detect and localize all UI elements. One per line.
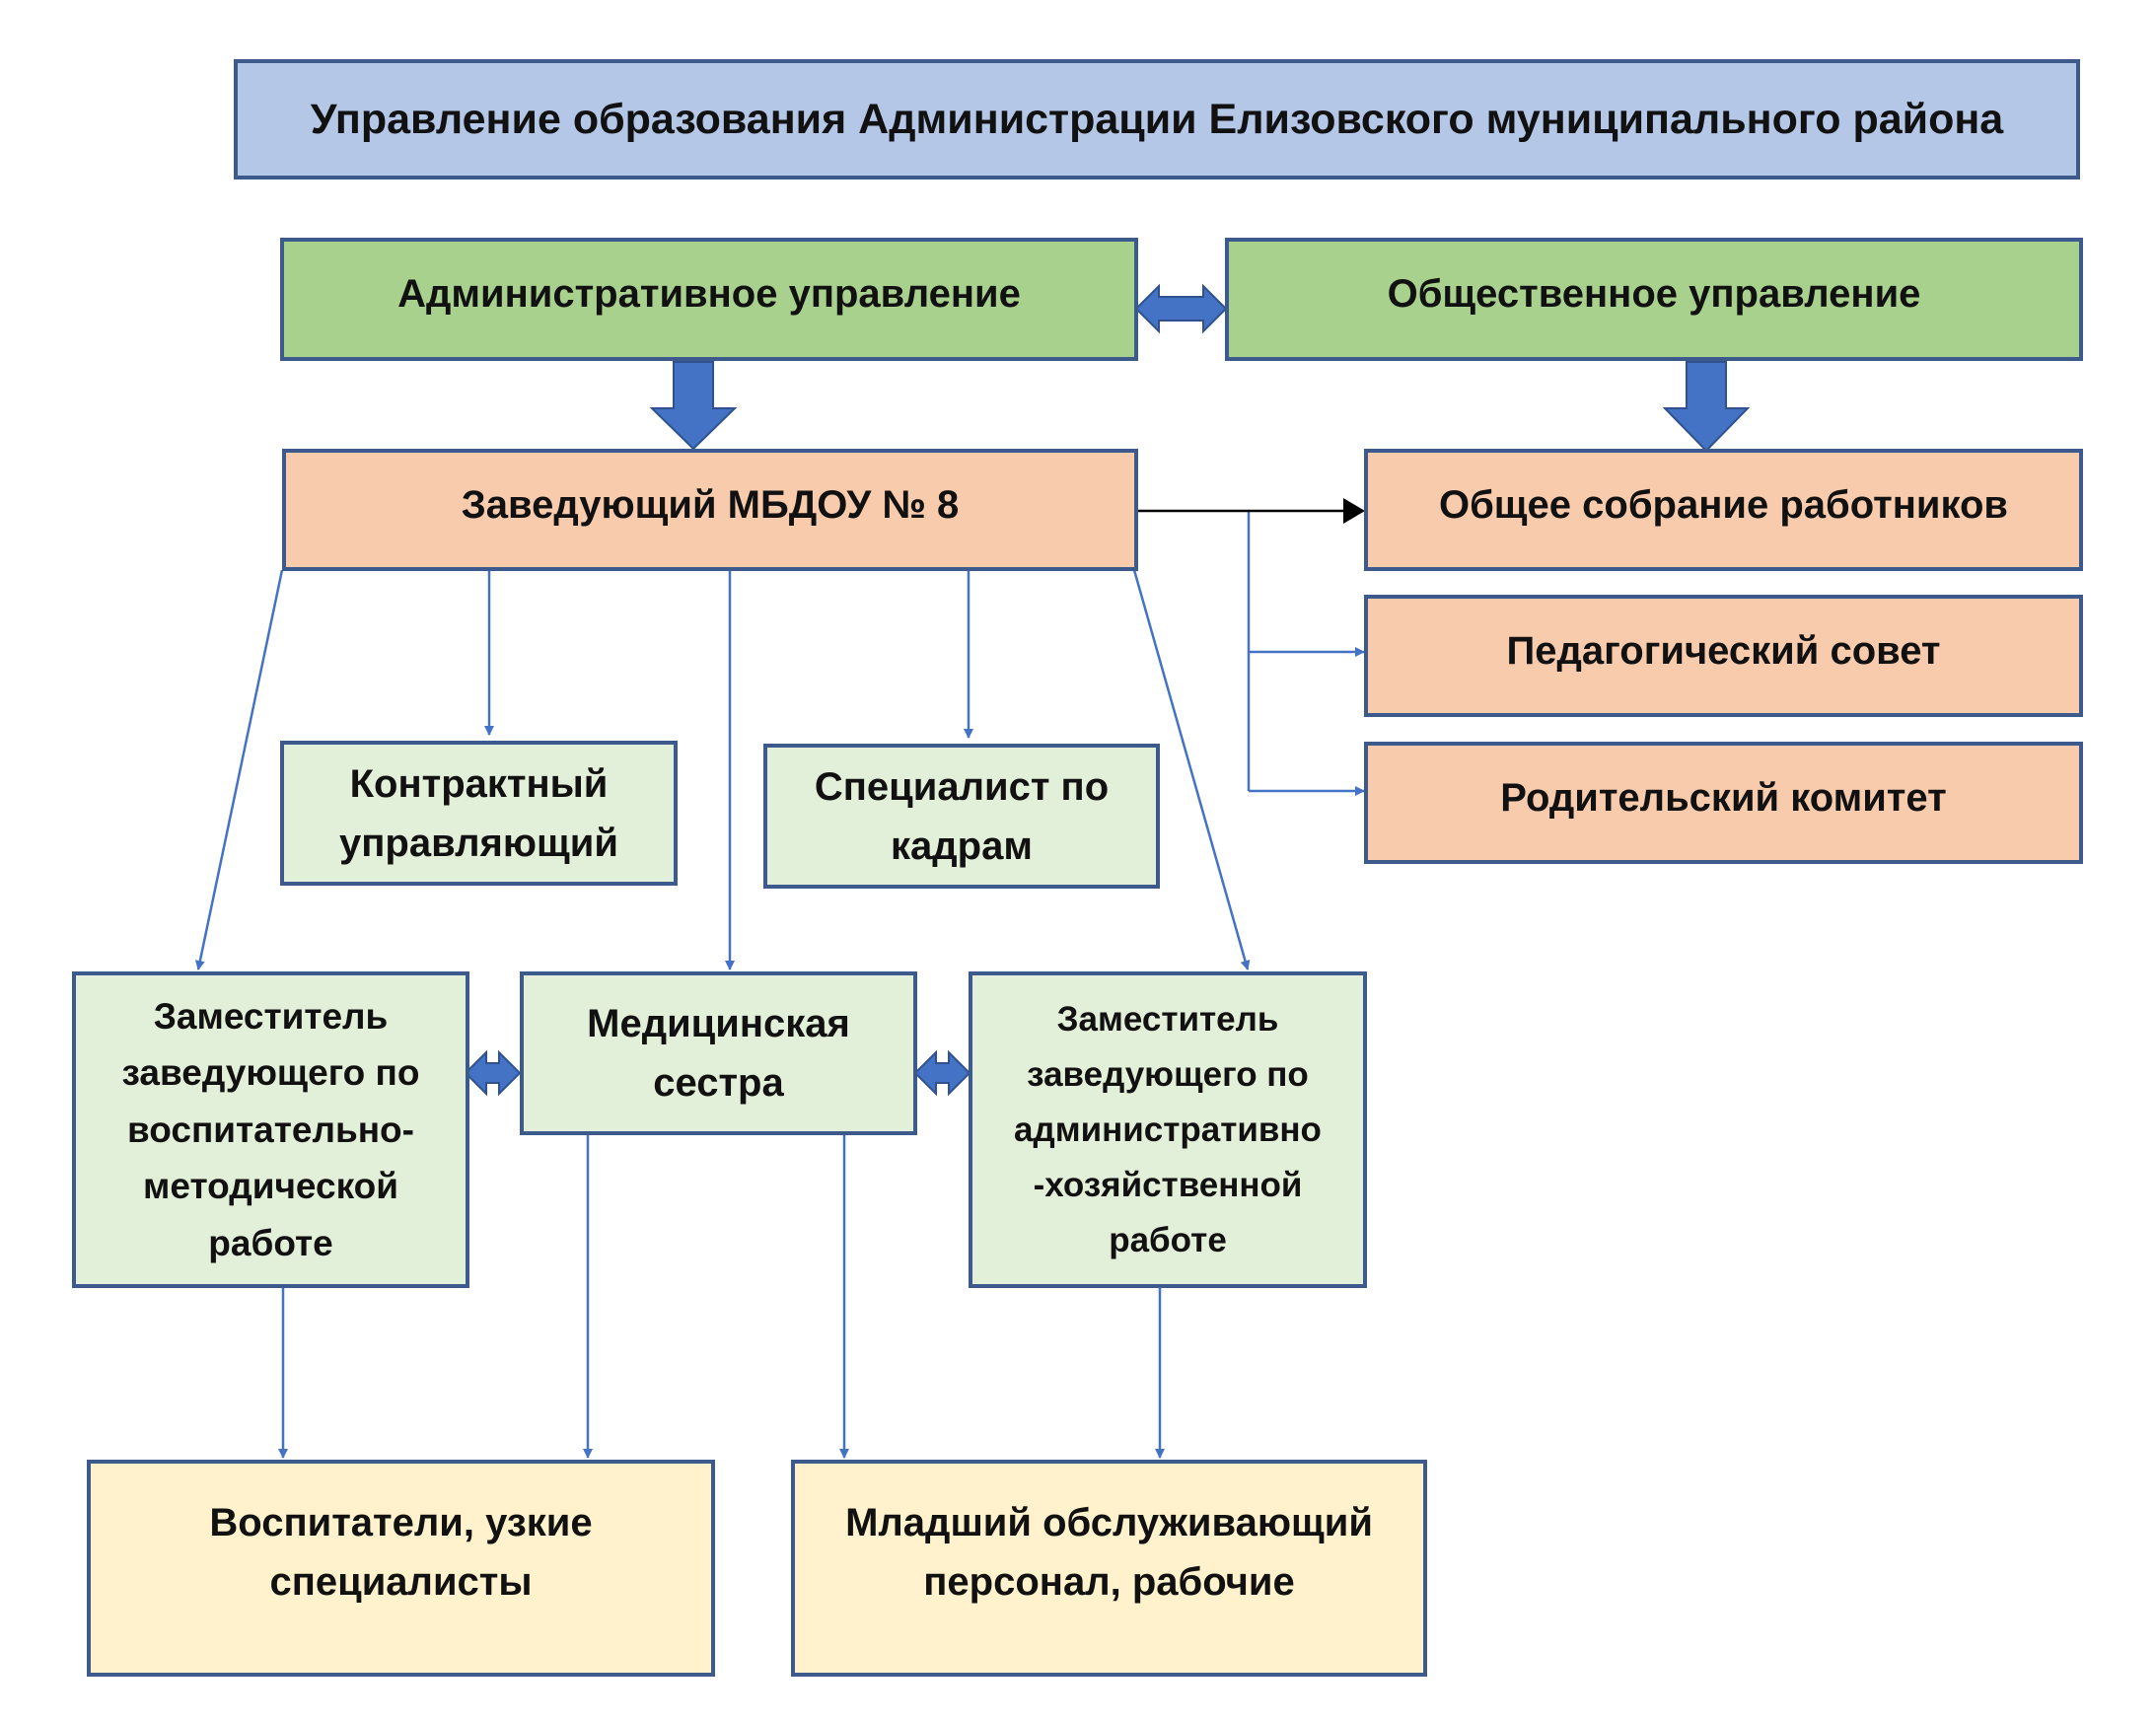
- parent-committee-text: Родительский комитет: [1500, 776, 1947, 820]
- hr-specialist-text: Специалист по кадрам: [814, 764, 1110, 868]
- pedagogical-council-box: Педагогический совет: [1364, 595, 2083, 717]
- general-meeting-arrowhead: [1343, 498, 1365, 524]
- general-meeting-text: Общее собрание работников: [1438, 483, 2009, 527]
- block-arrow-admin-head: [649, 361, 738, 451]
- deputy-admin-text: Заместитель заведующего по административ…: [1014, 999, 1322, 1259]
- deputy-methodical-text: Заместитель заведующего по воспитательно…: [121, 996, 420, 1263]
- public-management-text: Общественное управление: [1387, 272, 1921, 316]
- educators-text: Воспитатели, узкие специалисты: [209, 1501, 593, 1604]
- admin-management-box: Административное управление: [280, 238, 1138, 361]
- deputy-methodical-box: Заместитель заведующего по воспитательно…: [72, 971, 469, 1288]
- junior-staff-box: Младший обслуживающий персонал, рабочие: [791, 1460, 1427, 1677]
- contract-manager-text: Контрактный управляющий: [339, 761, 618, 865]
- deputy-admin-box: Заместитель заведующего по административ…: [969, 971, 1367, 1288]
- head-box: Заведующий МБДОУ № 8: [282, 449, 1138, 571]
- double-arrow-nurse-deputy: [913, 1049, 971, 1097]
- connector-head-deputy-admin: [1132, 569, 1251, 970]
- pedagogical-council-text: Педагогический совет: [1506, 629, 1941, 673]
- block-arrow-public-meeting: [1662, 361, 1751, 453]
- admin-management-text: Административное управление: [397, 272, 1021, 316]
- title-box: Управление образования Администрации Ели…: [234, 59, 2080, 179]
- parent-committee-box: Родительский комитет: [1364, 742, 2083, 864]
- head-text: Заведующий МБДОУ № 8: [461, 483, 960, 527]
- nurse-box: Медицинская сестра: [520, 971, 917, 1135]
- contract-manager-box: Контрактный управляющий: [280, 741, 678, 886]
- double-arrow-deputy-nurse: [464, 1049, 522, 1097]
- general-meeting-box: Общее собрание работников: [1364, 449, 2083, 571]
- connector-head-deputy-methodical: [194, 569, 284, 970]
- nurse-text: Медицинская сестра: [587, 1002, 850, 1105]
- educators-box: Воспитатели, узкие специалисты: [87, 1460, 715, 1677]
- junior-staff-text: Младший обслуживающий персонал, рабочие: [845, 1501, 1373, 1604]
- title-text: Управление образования Администрации Ели…: [310, 95, 2004, 143]
- hr-specialist-box: Специалист по кадрам: [763, 744, 1160, 889]
- double-arrow-admin-public: [1134, 283, 1228, 334]
- public-management-box: Общественное управление: [1225, 238, 2083, 361]
